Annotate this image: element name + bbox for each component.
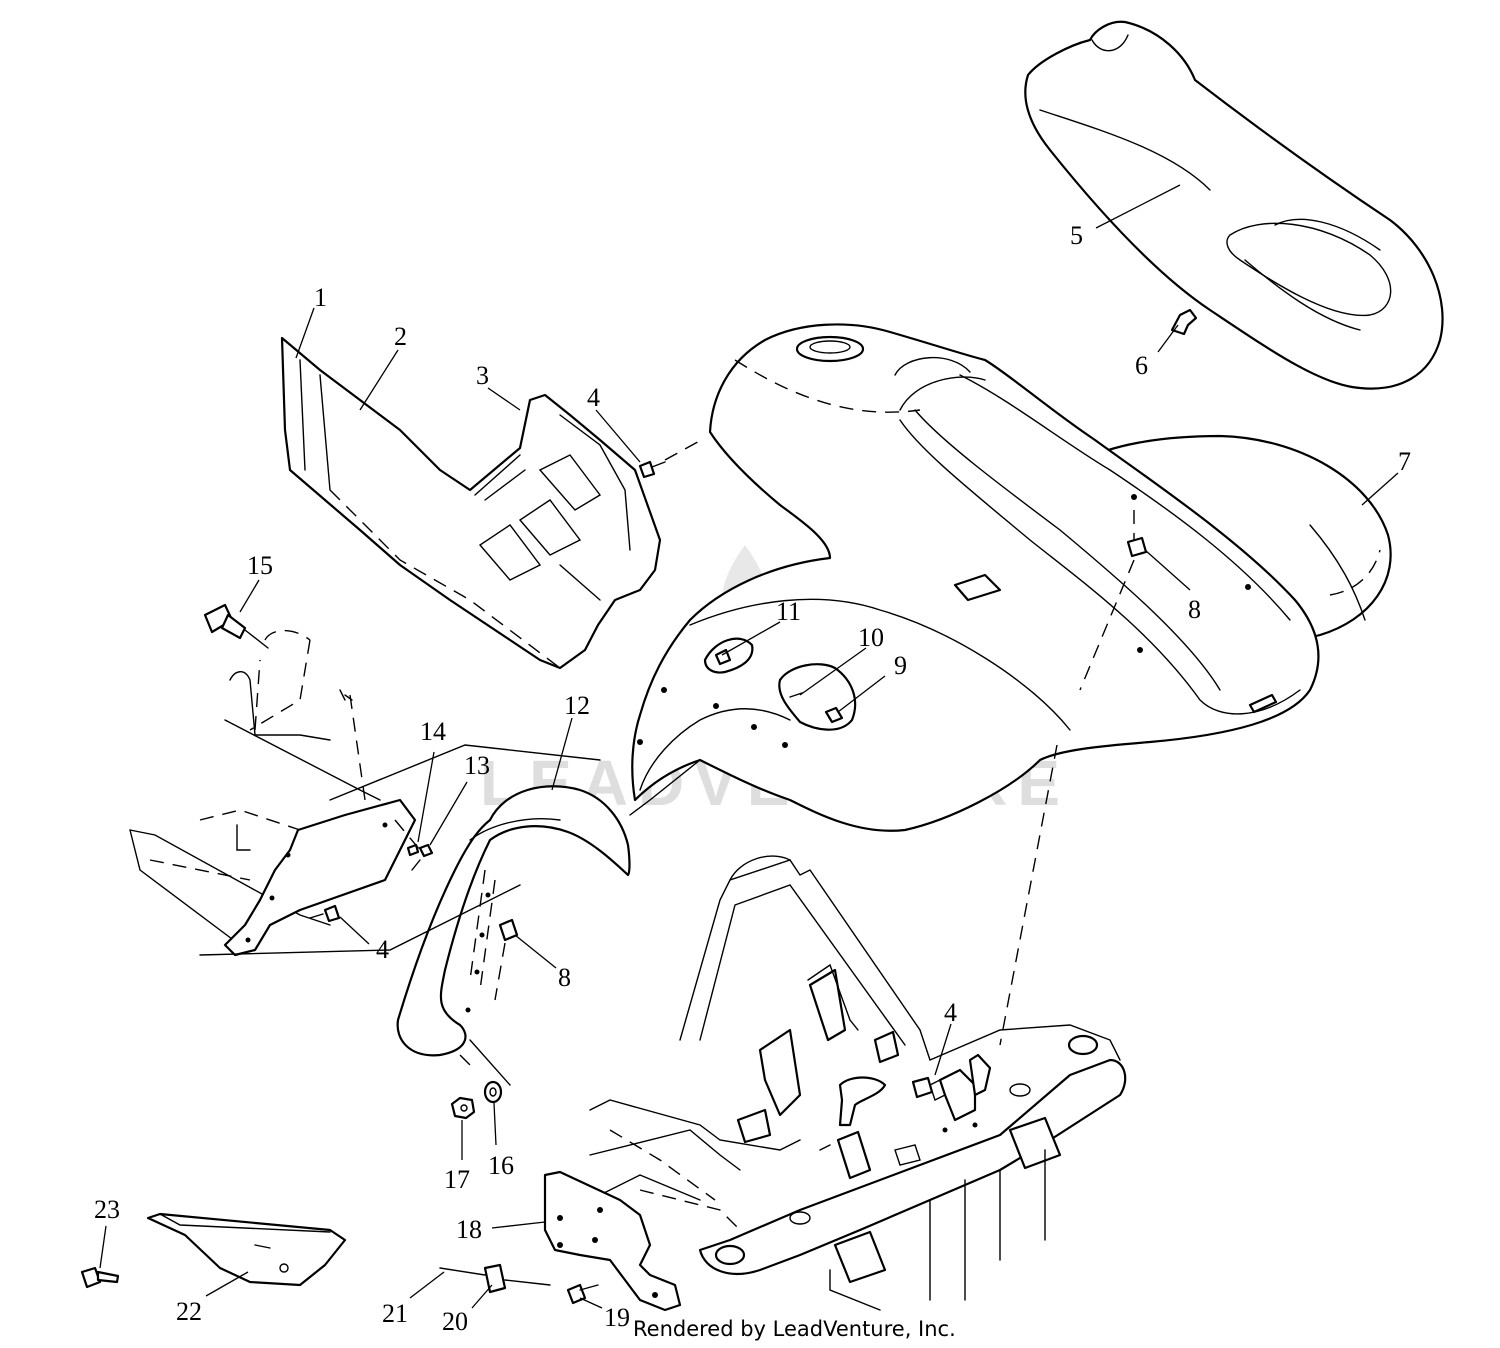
- callout-2[interactable]: 2: [394, 322, 407, 351]
- callout-19[interactable]: 19: [604, 1303, 630, 1332]
- part-side-panel-assembly[interactable]: [280, 336, 662, 670]
- part-fender-flare[interactable]: [396, 785, 631, 1057]
- callout-21[interactable]: 21: [382, 1299, 408, 1328]
- part-plate[interactable]: [543, 1170, 682, 1312]
- part-seat[interactable]: [1024, 20, 1444, 390]
- leader-lines: [99, 184, 1399, 1309]
- callout-1[interactable]: 1: [314, 283, 327, 312]
- callout-11[interactable]: 11: [776, 597, 801, 626]
- part-clip[interactable]: [1170, 308, 1198, 336]
- callout-4a[interactable]: 4: [587, 383, 600, 412]
- callout-13[interactable]: 13: [464, 751, 490, 780]
- part-bolt-23[interactable]: [80, 1266, 120, 1289]
- callout-8b[interactable]: 8: [558, 963, 571, 992]
- callout-6[interactable]: 6: [1135, 351, 1148, 380]
- callout-17[interactable]: 17: [444, 1165, 470, 1194]
- callout-3[interactable]: 3: [476, 361, 489, 390]
- callout-18[interactable]: 18: [456, 1215, 482, 1244]
- callout-10[interactable]: 10: [858, 623, 884, 652]
- assembly-lines: [411, 437, 1135, 1086]
- part-bracket-22[interactable]: [146, 1212, 347, 1287]
- render-credit: Rendered by LeadVenture, Inc.: [633, 1317, 956, 1341]
- callout-15[interactable]: 15: [247, 551, 273, 580]
- part-floorboard: [129, 629, 701, 957]
- callout-16[interactable]: 16: [488, 1151, 514, 1180]
- part-fasteners-lower[interactable]: [439, 1263, 599, 1305]
- callout-4c[interactable]: 4: [944, 998, 957, 1027]
- callout-12[interactable]: 12: [564, 691, 590, 720]
- callout-7[interactable]: 7: [1398, 447, 1411, 476]
- callout-5[interactable]: 5: [1070, 221, 1083, 250]
- callout-8a[interactable]: 8: [1188, 595, 1201, 624]
- callout-23[interactable]: 23: [94, 1195, 120, 1224]
- part-bolt-15[interactable]: [203, 603, 269, 649]
- callout-4b[interactable]: 4: [376, 935, 389, 964]
- callout-20[interactable]: 20: [442, 1307, 468, 1336]
- callout-9[interactable]: 9: [894, 651, 907, 680]
- callout-14[interactable]: 14: [420, 717, 446, 746]
- callout-22[interactable]: 22: [176, 1297, 202, 1326]
- part-frame: [589, 855, 1127, 1311]
- callouts: 1 2 3 4 5 6 7 8 9 10 11 12 13 14 15 4 8 …: [94, 221, 1411, 1336]
